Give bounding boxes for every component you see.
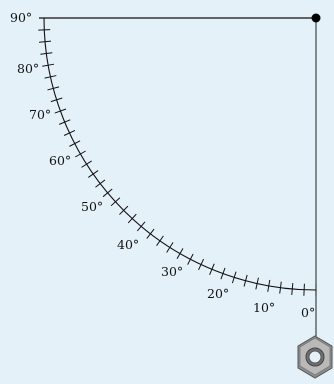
label-70-deg: 70° <box>29 107 51 122</box>
scale-tick <box>87 170 99 178</box>
scale-tick <box>58 119 71 125</box>
scale-tick <box>166 242 174 253</box>
scale-tick <box>198 258 205 271</box>
scale-tick <box>95 179 106 188</box>
scale-tick <box>102 188 113 198</box>
scale-tick <box>40 52 53 55</box>
scale-tick <box>81 160 92 168</box>
scale-tick <box>243 274 248 287</box>
scale-tick <box>74 150 86 158</box>
scale-ticks <box>38 29 317 296</box>
label-10-deg: 10° <box>253 300 275 315</box>
scale-tick <box>187 253 194 265</box>
scale-tick <box>69 140 81 147</box>
scale-tick <box>119 205 129 215</box>
scale-tick <box>127 213 137 224</box>
scale-tick <box>209 263 215 276</box>
scale-tick <box>50 97 63 103</box>
scale-tick <box>176 248 184 260</box>
scale-tick <box>267 279 271 292</box>
scale-tick <box>279 281 282 294</box>
scale-tick <box>291 282 294 295</box>
scale-tick <box>47 86 60 91</box>
scale-tick <box>220 267 226 280</box>
scale-tick <box>156 235 164 247</box>
scale-tick <box>39 40 52 43</box>
label-30-deg: 30° <box>161 264 183 279</box>
scale-tick <box>44 75 57 79</box>
scale-tick <box>231 271 237 284</box>
scale-tick <box>110 197 121 207</box>
scale-tick <box>54 108 67 114</box>
scale-tick <box>303 283 305 296</box>
label-40-deg: 40° <box>117 237 139 252</box>
scale-tick <box>63 129 76 136</box>
label-20-deg: 20° <box>207 286 229 301</box>
scale-arc <box>43 17 317 291</box>
label-90-deg: 90° <box>10 10 32 25</box>
label-60-deg: 60° <box>49 153 71 168</box>
label-50-deg: 50° <box>81 199 103 214</box>
scale-tick <box>42 63 55 67</box>
hex-nut-icon <box>297 335 333 379</box>
pivot-point <box>311 13 321 23</box>
label-0-deg: 0° <box>301 305 315 320</box>
scale-tick <box>38 29 51 31</box>
scale-tick <box>255 277 259 290</box>
scale-tick <box>136 221 146 232</box>
scale-tick <box>146 228 155 239</box>
label-80-deg: 80° <box>17 61 39 76</box>
